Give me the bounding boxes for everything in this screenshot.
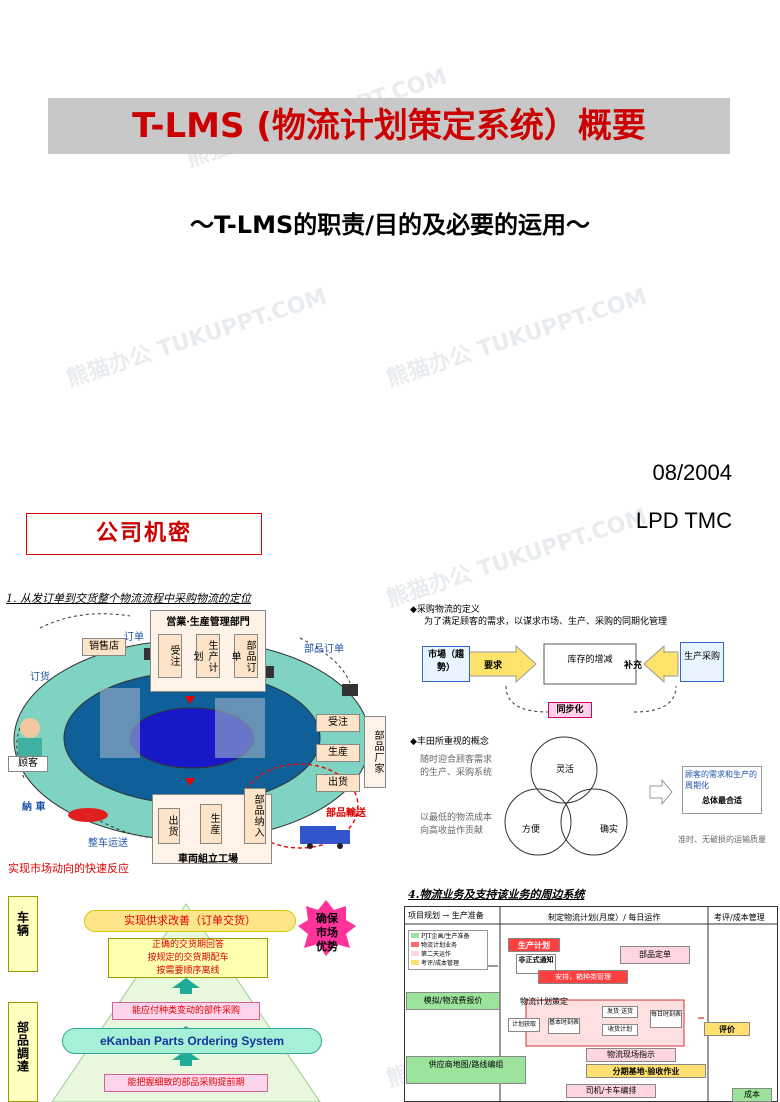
plan-step-timetable: 基本时刻表: [548, 1018, 580, 1034]
watermark: 熊猫办公 TUKUPPT.COM: [383, 504, 651, 613]
market-label: 市場（趨勢）: [427, 650, 464, 673]
plan-step-ship: 发货·送货: [602, 1006, 638, 1018]
site-instruction-box: 物流现场指示: [586, 1048, 676, 1062]
confidential-label: 公司机密: [26, 513, 262, 555]
customer-box: 顾客: [8, 756, 48, 772]
side-vehicle-text: 车辆: [15, 911, 30, 937]
col-evaluation: 考评/成本管理: [714, 913, 765, 922]
simulate-box: 模拟/物流费报价: [406, 992, 500, 1010]
production-purchase-box: 生产采购: [680, 642, 724, 682]
eval-box: 评价: [704, 1022, 750, 1036]
legend-item-3: 第二天运作: [411, 950, 485, 959]
factory-label: 車両組立工場: [178, 854, 238, 865]
plan-step-receive: 收货计划: [602, 1024, 638, 1036]
page-title: T-LMS (物流计划策定系统）概要: [132, 106, 646, 146]
system-pill: eKanban Parts Ordering System: [62, 1028, 322, 1054]
circle-reliable: 确实: [600, 825, 619, 835]
goal-item-3: 按需要顺序离线: [156, 966, 220, 976]
goal-pill: 实现供求改善（订单交货）: [84, 910, 296, 932]
demand-label: 要求: [484, 661, 503, 671]
panel1-heading: 1. 从发订单到交货整个物流流程中采购物流的定位: [6, 592, 251, 605]
supplier-map-box: 供应商地图/路线编组: [406, 1056, 526, 1084]
order-label: 订单: [124, 632, 144, 643]
legend-item-1: PJT企画/生产准备: [411, 932, 485, 941]
watermark: 熊猫办公 TUKUPPT.COM: [63, 284, 331, 393]
goal-item-1: 正确的交货期回答: [151, 940, 224, 950]
legend-box: PJT企画/生产准备 物流计划业务 第二天运作 考评/成本管理: [408, 930, 488, 970]
panel-definition-concept: ◆采购物流的定义 为了满足顾客的需求，以谋求市场、生产、采购的同期化管理 市場（…: [398, 600, 780, 880]
col-monthly-plan: 制定物流计划(月度）/ 每日运作: [548, 913, 661, 922]
mid-box: 能应付种类变动的部件采购: [112, 1002, 260, 1020]
market-advantage-badge: 确保市场优势: [316, 912, 338, 953]
result-text: 顾客的需求和生产的周期化: [685, 770, 757, 790]
factory-step-parts-receipt: 部品纳入: [244, 788, 266, 844]
delivery-label: 納 車: [22, 802, 46, 813]
concept-text-1: 随时迎合顾客需求的生产、采购系统: [420, 755, 493, 778]
page-subtitle: ～T-LMS的职责/目的及必要的运用～: [189, 211, 591, 239]
inventory-label: 库存的增减: [567, 655, 613, 665]
dept-box-order-receipt: 受注: [158, 634, 182, 678]
arrange-box: 安排，箱种类管理: [538, 970, 628, 984]
flow-ellipse-diagram: [13, 613, 371, 849]
sync-diagram: [455, 643, 679, 856]
circle-convenient: 方便: [522, 825, 541, 835]
panel-peripheral-systems: 4.物流业务及支持该业务的周边系统 项目规划 → 生产准备 制定物流计划(月度）…: [398, 884, 780, 1102]
plan-step-daily: 每日时刻表: [650, 1010, 682, 1028]
dept-box-parts-order: 部品订单: [229, 634, 258, 678]
plan-step-fetch: 计划获取: [508, 1018, 540, 1032]
result-bold: 总体最合适: [702, 795, 742, 805]
plan-make-label: 物流计划策定: [520, 997, 568, 1006]
dept-box-production-plan: 生产计划: [191, 634, 220, 678]
bottom-box: 能把握细致的部品采购提前期: [104, 1074, 268, 1092]
side-label-parts: 部品調達: [8, 1002, 38, 1102]
production-purchase-label: 生产采购: [683, 652, 720, 662]
parts-transport-label: 部品輸送: [326, 808, 366, 819]
col-planning: 项目规划 → 生产准备: [408, 911, 484, 920]
supplier-label: 部品厂家: [364, 716, 386, 788]
goal-items-box: 正确的交货期回答 按规定的交货期配车 按需要顺序离线: [108, 938, 268, 978]
concept-heading: ◆丰田所重视的概念: [410, 737, 489, 747]
dealer-box: 销售店: [82, 638, 126, 656]
def-text: 为了满足顾客的需求，以谋求市场、生产、采购的同期化管理: [424, 617, 668, 627]
replenish-label: 补充: [624, 661, 643, 671]
panel-order-to-delivery: 1. 从发订单到交货整个物流流程中采购物流的定位 営業·生産管理部門 受注 生产…: [0, 588, 390, 878]
supplier-step-production: 生産: [316, 744, 360, 762]
parts-order-box: 部品定单: [620, 946, 690, 964]
panel4-heading: 4.物流业务及支持该业务的周边系统: [408, 888, 585, 901]
cost-box: 成本: [732, 1088, 772, 1102]
parts-order-label: 部品订单: [304, 644, 344, 655]
market-box: 市場（趨勢）: [422, 646, 470, 682]
result-box: 顾客的需求和生产的周期化 总体最合适: [682, 766, 762, 814]
base-work-box: 分期基地·验收作业: [586, 1064, 706, 1078]
circle-flexible: 灵活: [556, 765, 575, 775]
def-heading: ◆采购物流的定义: [410, 605, 480, 615]
notice-box: 非正式通知: [516, 954, 556, 974]
side-label-vehicle: 车辆: [8, 896, 38, 972]
cover-date: 08/2004: [652, 460, 732, 485]
order-goods-label: 订货: [30, 672, 50, 683]
driver-box: 司机/卡车编排: [566, 1084, 656, 1098]
goal-item-2: 按规定的交货期配车: [147, 953, 229, 963]
panel-pyramid: 车辆 部品調達 实现供求改善（订单交货） 正确的交货期回答 按规定的交货期配车 …: [0, 890, 390, 1102]
legend-item-4: 考评/成本管理: [411, 959, 485, 968]
panel1-footer: 实现市场动向的快速反应: [8, 862, 129, 875]
side-parts-text: 部品調達: [15, 1021, 30, 1073]
vehicle-transport-label: 整车运送: [88, 838, 128, 849]
supplier-step-receipt: 受注: [316, 714, 360, 732]
title-banner: [48, 98, 730, 154]
watermark: 熊猫办公 TUKUPPT.COM: [383, 284, 651, 393]
factory-step-shipping: 出货: [158, 808, 180, 844]
sync-badge: 同步化: [548, 702, 592, 718]
cover-org: LPD TMC: [635, 508, 732, 533]
supplier-step-shipping: 出货: [316, 774, 360, 792]
factory-step-production: 生産: [200, 804, 222, 844]
legend-item-2: 物流计划业务: [411, 941, 485, 950]
quality-text: 准时、无破损的运输质量: [678, 835, 766, 844]
sales-dept-label: 営業·生産管理部門: [166, 617, 250, 628]
concept-text-2: 以最低的物流成本向高收益作贡献: [420, 813, 493, 836]
prod-plan-box: 生产计划: [508, 938, 560, 952]
